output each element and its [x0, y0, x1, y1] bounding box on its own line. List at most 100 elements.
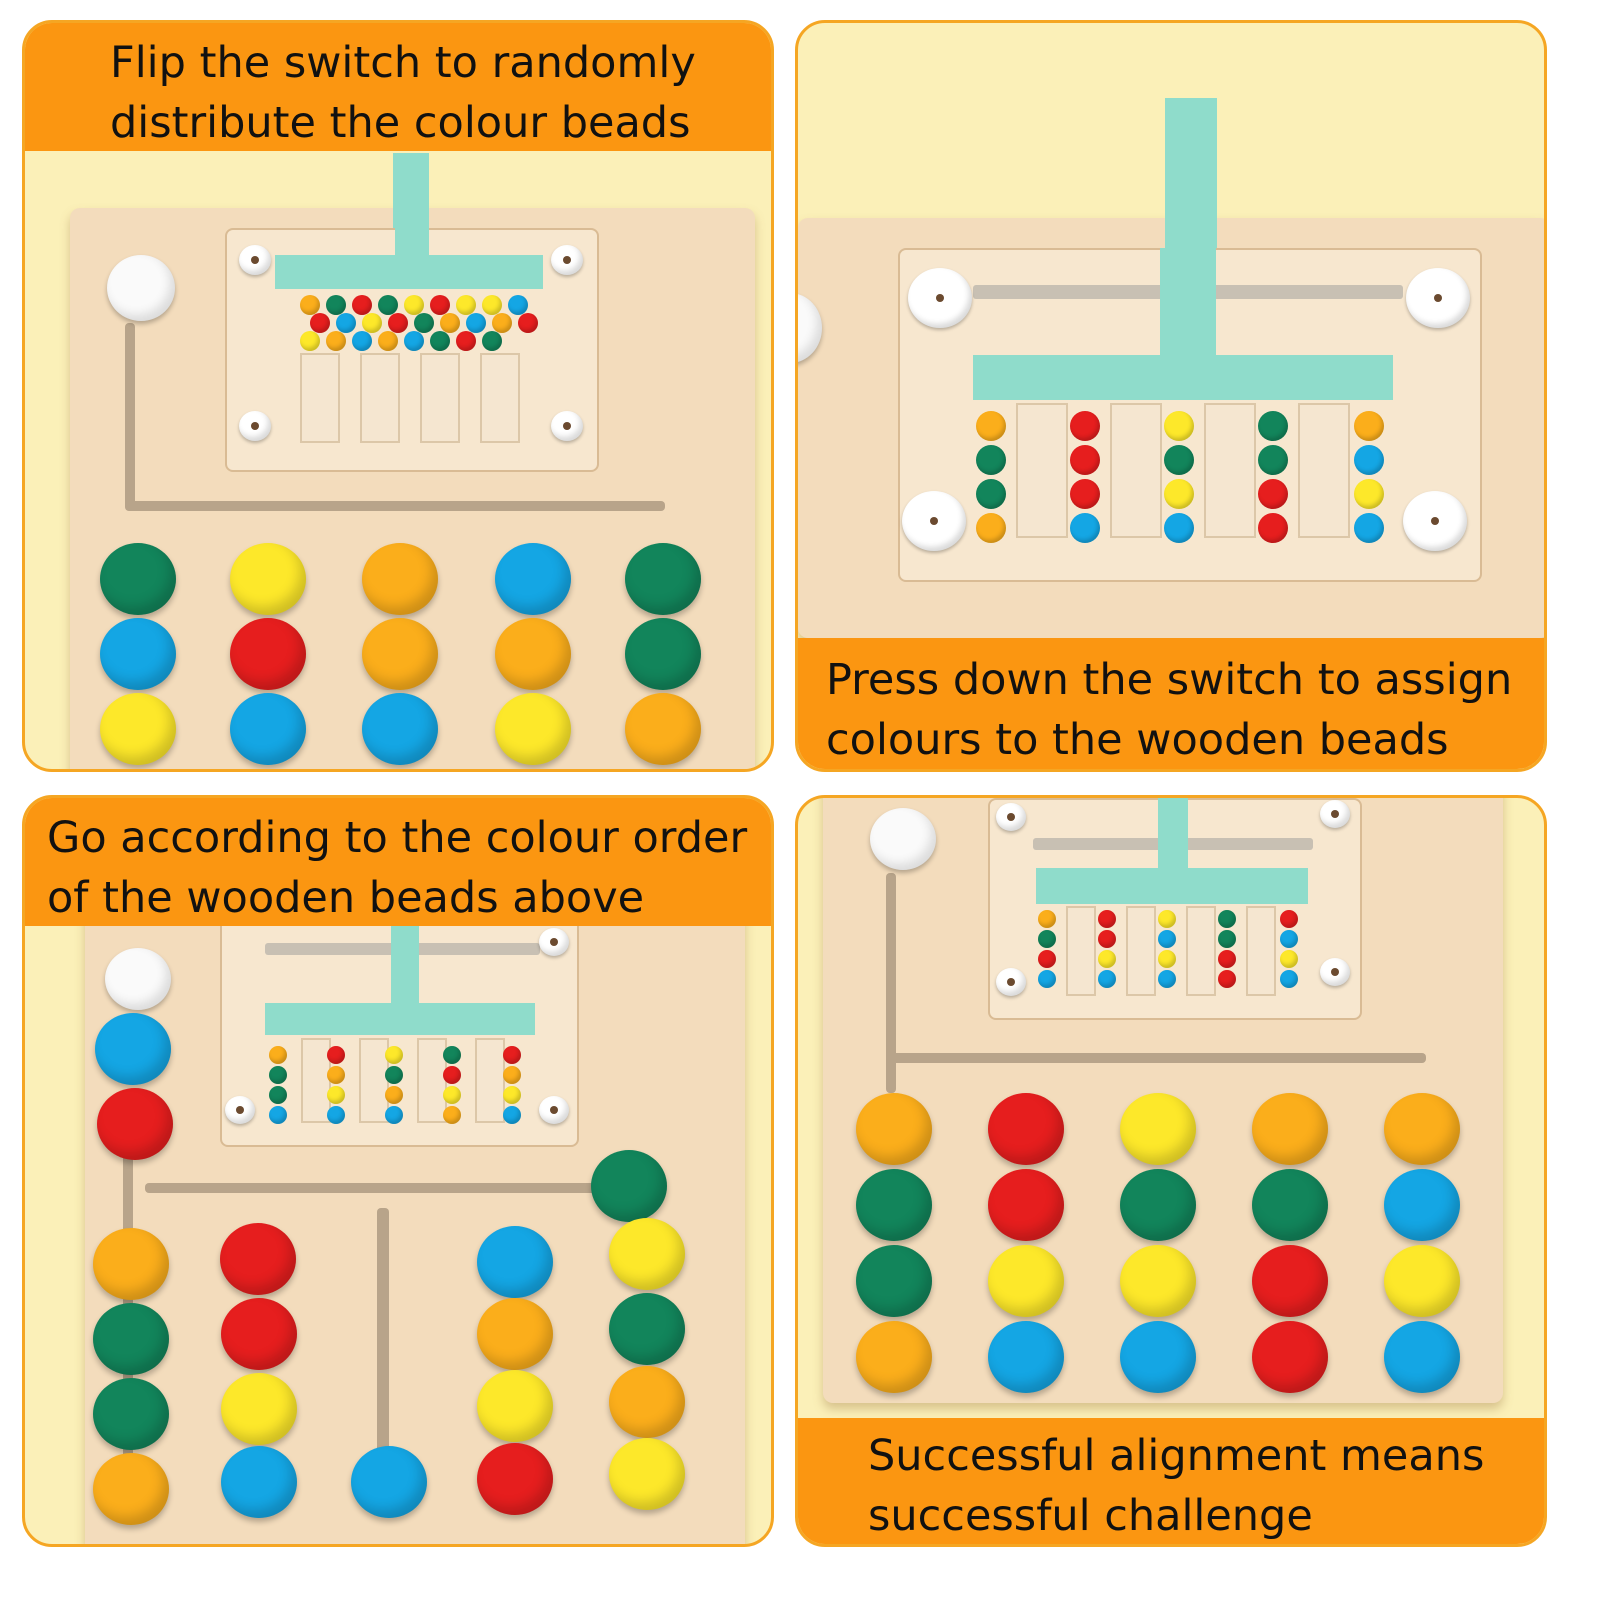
wooden-disc[interactable]: [856, 1245, 932, 1317]
track-groove: [125, 323, 135, 508]
wooden-disc[interactable]: [221, 1373, 297, 1445]
small-bead: [300, 295, 320, 315]
small-bead: [1038, 910, 1056, 928]
caption-line-1: Successful alignment means: [868, 1431, 1485, 1481]
wooden-disc[interactable]: [477, 1226, 553, 1298]
small-bead: [440, 313, 460, 333]
small-bead: [1354, 411, 1384, 441]
wooden-disc[interactable]: [351, 1446, 427, 1518]
wooden-disc[interactable]: [988, 1093, 1064, 1165]
wooden-disc[interactable]: [625, 693, 701, 765]
caption-line-1: Go according to the colour order: [47, 813, 748, 863]
small-bead: [1164, 479, 1194, 509]
small-bead: [1218, 930, 1236, 948]
wooden-disc[interactable]: [100, 693, 176, 765]
small-bead: [443, 1046, 461, 1064]
small-bead: [1258, 411, 1288, 441]
wooden-disc[interactable]: [230, 693, 306, 765]
peg: [551, 411, 583, 441]
wooden-disc[interactable]: [97, 1088, 173, 1160]
wooden-disc[interactable]: [625, 543, 701, 615]
wooden-disc[interactable]: [100, 543, 176, 615]
wooden-disc[interactable]: [220, 1223, 296, 1295]
wooden-disc[interactable]: [1120, 1169, 1196, 1241]
wooden-disc[interactable]: [221, 1298, 297, 1370]
wooden-disc[interactable]: [230, 543, 306, 615]
switch-stem: [1158, 798, 1188, 883]
track-groove: [886, 1053, 1426, 1063]
wooden-disc[interactable]: [591, 1150, 667, 1222]
wooden-disc[interactable]: [856, 1321, 932, 1393]
wooden-disc[interactable]: [362, 693, 438, 765]
small-bead: [326, 295, 346, 315]
small-bead: [378, 295, 398, 315]
small-bead: [1158, 910, 1176, 928]
wooden-disc[interactable]: [93, 1453, 169, 1525]
switch-stem: [391, 918, 419, 1023]
panel-step-4: Successful alignment means successful ch…: [795, 795, 1547, 1547]
wooden-disc[interactable]: [1384, 1169, 1460, 1241]
wooden-disc[interactable]: [1252, 1321, 1328, 1393]
wooden-disc[interactable]: [988, 1245, 1064, 1317]
wooden-disc[interactable]: [1252, 1245, 1328, 1317]
window-tooth: [1246, 906, 1276, 996]
wooden-disc[interactable]: [609, 1438, 685, 1510]
wooden-disc[interactable]: [1384, 1245, 1460, 1317]
wooden-disc[interactable]: [856, 1093, 932, 1165]
wooden-disc[interactable]: [477, 1370, 553, 1442]
wooden-disc[interactable]: [95, 1013, 171, 1085]
peg: [996, 968, 1026, 996]
small-bead: [430, 295, 450, 315]
window-tooth: [1204, 403, 1256, 538]
small-bead: [1258, 445, 1288, 475]
small-bead: [327, 1046, 345, 1064]
window-tooth: [359, 1038, 389, 1123]
small-bead: [1218, 950, 1236, 968]
wooden-disc[interactable]: [477, 1298, 553, 1370]
wooden-disc[interactable]: [988, 1169, 1064, 1241]
wooden-disc[interactable]: [362, 543, 438, 615]
wooden-disc[interactable]: [495, 693, 571, 765]
small-bead: [1070, 479, 1100, 509]
small-bead: [385, 1066, 403, 1084]
small-bead: [362, 313, 382, 333]
small-bead: [1070, 513, 1100, 543]
small-bead: [518, 313, 538, 333]
window-tooth: [420, 353, 460, 443]
wooden-disc[interactable]: [1120, 1245, 1196, 1317]
small-bead: [503, 1066, 521, 1084]
wooden-disc[interactable]: [93, 1303, 169, 1375]
wooden-disc[interactable]: [93, 1228, 169, 1300]
wooden-disc[interactable]: [100, 618, 176, 690]
wooden-disc[interactable]: [495, 543, 571, 615]
white-knob: [870, 808, 936, 870]
wooden-disc[interactable]: [988, 1321, 1064, 1393]
wooden-disc[interactable]: [230, 618, 306, 690]
wooden-disc[interactable]: [477, 1443, 553, 1515]
wooden-disc[interactable]: [362, 618, 438, 690]
window-tooth: [1298, 403, 1350, 538]
wooden-disc[interactable]: [93, 1378, 169, 1450]
switch-stem: [1160, 248, 1216, 368]
wooden-disc[interactable]: [609, 1218, 685, 1290]
window-tooth: [475, 1038, 505, 1123]
wooden-disc[interactable]: [1252, 1093, 1328, 1165]
wooden-disc[interactable]: [625, 618, 701, 690]
window-tooth: [1186, 906, 1216, 996]
wooden-disc[interactable]: [609, 1293, 685, 1365]
small-bead: [1218, 970, 1236, 988]
small-bead: [443, 1106, 461, 1124]
wooden-disc[interactable]: [1120, 1321, 1196, 1393]
wooden-disc[interactable]: [1120, 1093, 1196, 1165]
wooden-disc[interactable]: [495, 618, 571, 690]
wooden-disc[interactable]: [856, 1169, 932, 1241]
small-bead: [269, 1106, 287, 1124]
wooden-disc[interactable]: [1384, 1093, 1460, 1165]
wooden-disc[interactable]: [1384, 1321, 1460, 1393]
small-bead: [503, 1106, 521, 1124]
wooden-disc[interactable]: [221, 1446, 297, 1518]
wooden-disc[interactable]: [1252, 1169, 1328, 1241]
wooden-disc[interactable]: [609, 1366, 685, 1438]
small-bead: [1098, 950, 1116, 968]
small-bead: [300, 331, 320, 351]
